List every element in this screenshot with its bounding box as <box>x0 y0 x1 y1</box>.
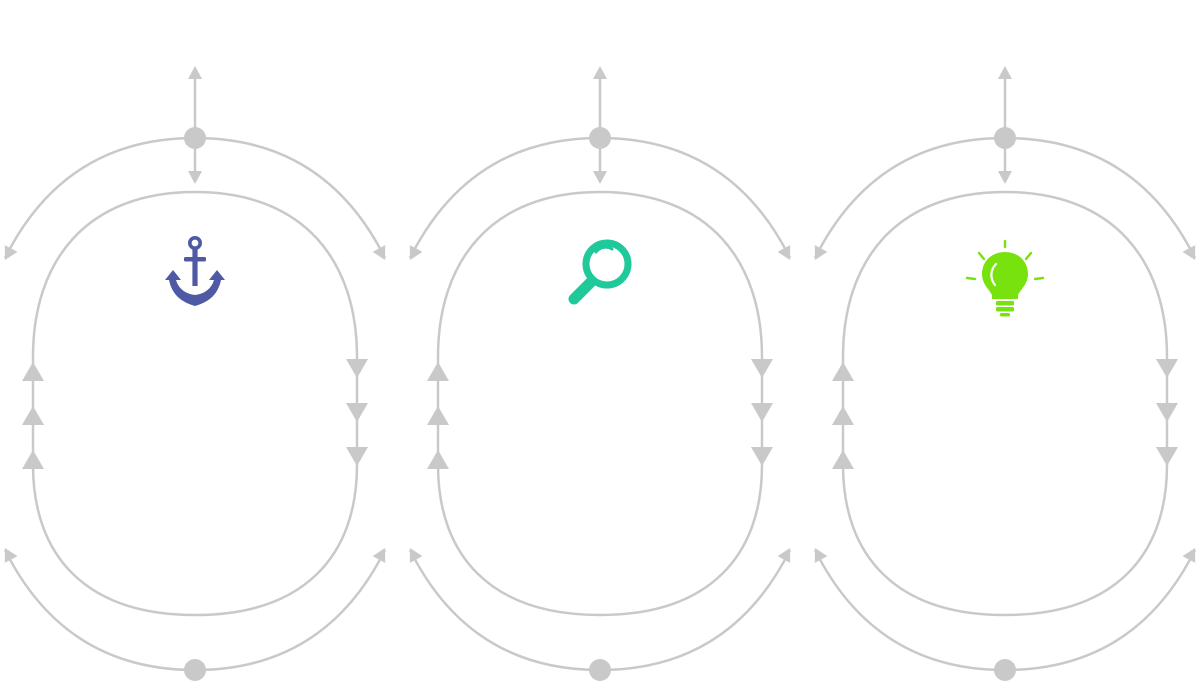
arc-arrowhead <box>372 245 386 260</box>
cycle-node <box>408 66 792 681</box>
outer-bottom-arc <box>813 549 1197 672</box>
top-junction-dot <box>994 127 1016 149</box>
flow-arrow-down <box>346 403 368 422</box>
flow-arrow-up <box>832 450 854 469</box>
bottom-junction-dot <box>184 659 206 681</box>
inner-loop <box>436 190 764 617</box>
flow-arrow-down <box>1156 447 1178 466</box>
flow-arrow-up <box>22 450 44 469</box>
arc-arrowhead <box>1182 245 1196 260</box>
connector-arrowhead <box>998 66 1012 79</box>
anchor-icon <box>163 236 227 308</box>
flow-arrow-up <box>427 406 449 425</box>
arc-arrowhead <box>4 245 18 260</box>
flow-arrow-up <box>22 406 44 425</box>
connector-arrowhead <box>593 66 607 79</box>
flow-arrow-down <box>751 403 773 422</box>
cycle-node <box>3 66 387 681</box>
flow-arrow-up <box>427 450 449 469</box>
inner-loop <box>31 190 359 617</box>
arc-arrowhead <box>409 548 423 563</box>
flow-arrow-down <box>1156 359 1178 378</box>
flow-arrow-up <box>427 362 449 381</box>
flow-arrow-down <box>1156 403 1178 422</box>
flow-arrow-down <box>751 359 773 378</box>
arc-arrowhead <box>814 245 828 260</box>
arc-arrowhead <box>814 548 828 563</box>
flow-arrow-up <box>832 362 854 381</box>
connector-arrowhead <box>593 171 607 184</box>
flow-arrow-down <box>751 447 773 466</box>
connector-arrowhead <box>188 66 202 79</box>
outer-bottom-arc <box>3 549 387 672</box>
arc-arrowhead <box>777 548 791 563</box>
arc-arrowhead <box>372 548 386 563</box>
inner-loop <box>841 190 1169 617</box>
flow-arrow-down <box>346 359 368 378</box>
bottom-junction-dot <box>994 659 1016 681</box>
arc-arrowhead <box>1182 548 1196 563</box>
arc-arrowhead <box>777 245 791 260</box>
bottom-junction-dot <box>589 659 611 681</box>
connector-arrowhead <box>998 171 1012 184</box>
flow-arrow-down <box>346 447 368 466</box>
lightbulb-icon <box>965 239 1045 318</box>
arc-arrowhead <box>4 548 18 563</box>
outer-bottom-arc <box>408 549 792 672</box>
flow-arrow-up <box>22 362 44 381</box>
cycle-node <box>813 66 1197 681</box>
flow-arrow-up <box>832 406 854 425</box>
arc-arrowhead <box>409 245 423 260</box>
magnifier-icon <box>574 243 628 299</box>
connector-arrowhead <box>188 171 202 184</box>
top-junction-dot <box>184 127 206 149</box>
top-junction-dot <box>589 127 611 149</box>
